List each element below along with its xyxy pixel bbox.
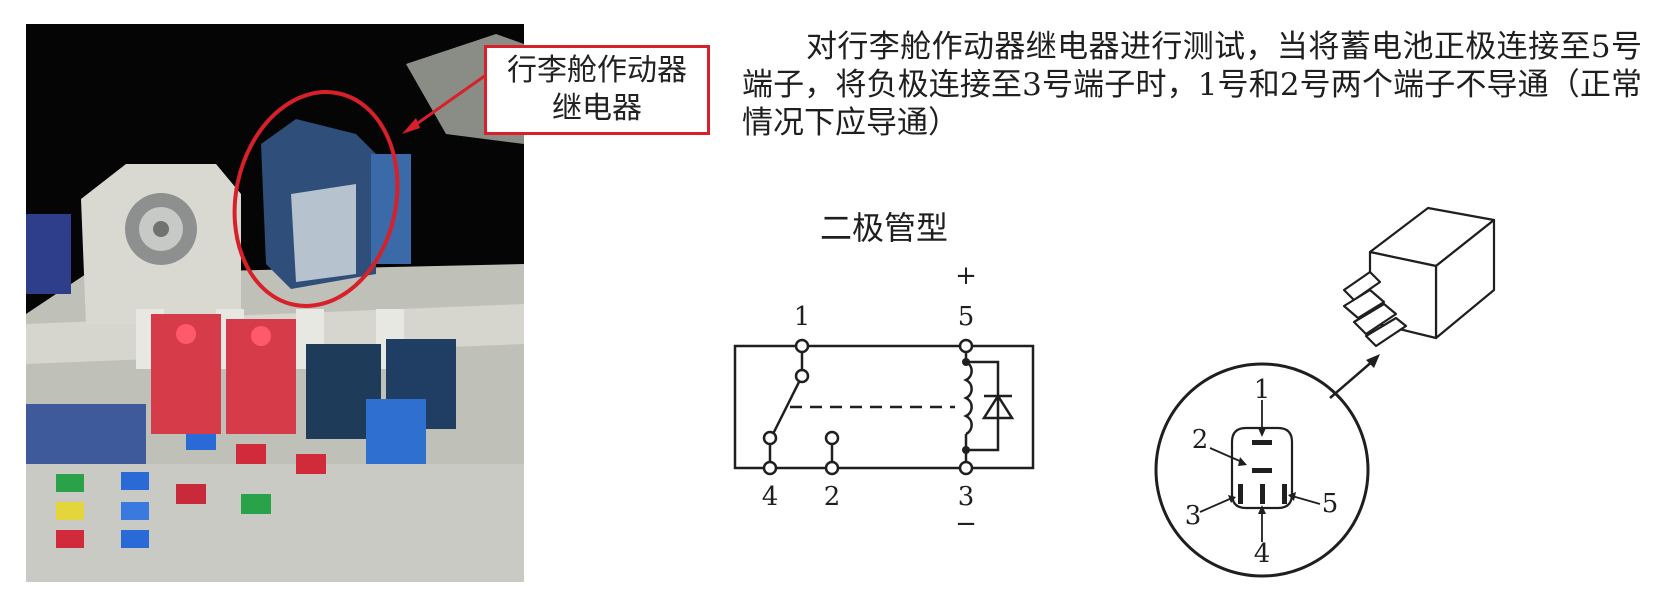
callout-line-2: 继电器 bbox=[552, 91, 642, 126]
pin-5-slot bbox=[1282, 484, 1287, 504]
pin-4-slot bbox=[1260, 484, 1265, 504]
terminal-2-node bbox=[824, 460, 840, 476]
junction-dot-bottom bbox=[962, 446, 970, 454]
terminal-2-label: 2 bbox=[824, 482, 841, 512]
terminal-3-node bbox=[958, 460, 974, 476]
pin-1-label: 1 bbox=[1254, 375, 1271, 405]
schematic-box bbox=[733, 344, 1035, 470]
terminal-5-label: 5 bbox=[958, 302, 975, 332]
test-description: 对行李舱作动器继电器进行测试，当将蓄电池正极连接至5号端子，将负极连接至3号端子… bbox=[742, 29, 1642, 141]
pin-5-label: 5 bbox=[1322, 489, 1339, 519]
connector-circle bbox=[1154, 362, 1370, 578]
terminal-1-label: 1 bbox=[794, 302, 811, 332]
junction-dot-top bbox=[962, 358, 970, 366]
switch-contact-node bbox=[794, 368, 810, 384]
schematic-title: 二极管型 bbox=[820, 209, 949, 247]
relay-pin-d bbox=[1364, 316, 1408, 348]
terminal-1-node bbox=[794, 338, 810, 354]
terminal-3-label: 3 bbox=[958, 482, 975, 512]
minus-label: − bbox=[955, 509, 977, 539]
schematic-terminals bbox=[762, 338, 974, 476]
relay-schematic bbox=[733, 344, 1035, 470]
zoom-arrow-head bbox=[1366, 354, 1380, 368]
connector-detail bbox=[1154, 362, 1370, 578]
relay-pin-b bbox=[1342, 288, 1386, 320]
relay-pin-a bbox=[1342, 270, 1382, 302]
pin-2-label: 2 bbox=[1192, 425, 1209, 455]
relay-callout-label: 行李舱作动器 继电器 bbox=[484, 45, 710, 135]
pin-1-slot bbox=[1252, 440, 1272, 445]
terminal-5-node bbox=[958, 338, 974, 354]
pin-2-slot bbox=[1252, 468, 1272, 473]
plus-label: + bbox=[955, 261, 977, 291]
pin-4-label: 4 bbox=[1254, 539, 1271, 569]
relay-pin-c bbox=[1352, 302, 1398, 336]
pin-3-slot bbox=[1238, 484, 1243, 504]
zoom-arrow-line bbox=[1329, 359, 1375, 399]
terminal-4-node bbox=[762, 460, 778, 476]
terminal-2-upper-node bbox=[824, 430, 840, 446]
relay-3d-drawing bbox=[1342, 206, 1496, 348]
callout-line-1: 行李舱作动器 bbox=[507, 53, 687, 88]
terminal-4-upper-node bbox=[762, 430, 778, 446]
terminal-4-label: 4 bbox=[762, 482, 779, 512]
pin-3-label: 3 bbox=[1185, 501, 1202, 531]
